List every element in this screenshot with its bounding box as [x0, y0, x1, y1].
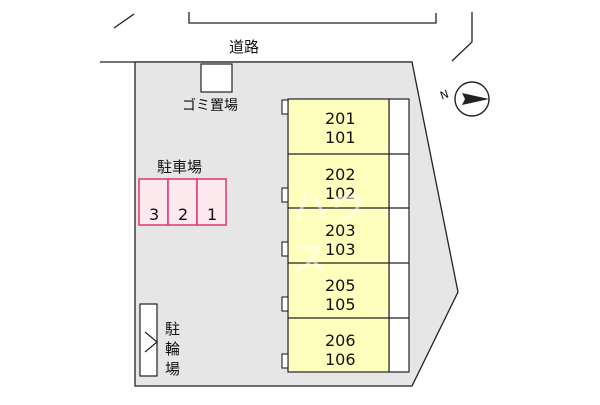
compass-label: N	[438, 88, 450, 103]
unit-number: 203	[325, 221, 356, 240]
entrance-step	[281, 187, 289, 203]
entrance-step	[281, 353, 289, 369]
bicycle-parking: 駐 輪 場	[139, 303, 180, 378]
unit-number: 202	[325, 165, 356, 184]
unit-number: 106	[325, 350, 356, 369]
parking-space-2	[167, 178, 198, 226]
bicycle-parking-label: 駐	[165, 320, 180, 338]
parking-space-number: 1	[207, 205, 217, 224]
bicycle-parking-label: 輪	[165, 340, 180, 358]
building-outline	[287, 98, 390, 373]
road-label: 道路	[229, 38, 259, 56]
entrance-step	[281, 296, 289, 312]
unit-number: 101	[325, 128, 356, 147]
parking-space-number: 3	[149, 205, 159, 224]
apartment-building: 201 101 202 102 203 103 205 105 206 106	[281, 98, 410, 373]
parking-spaces: 3 2 1	[138, 178, 227, 226]
parking-label: 駐車場	[157, 158, 202, 176]
north-arrow-icon: N	[438, 81, 490, 117]
garbage-label: ゴミ置場	[182, 97, 238, 114]
garbage-area	[200, 63, 233, 93]
bicycle-parking-label: 場	[165, 360, 180, 378]
road-lines	[100, 12, 473, 63]
entrance-step	[281, 241, 289, 257]
parking-space-3	[138, 178, 169, 226]
entrance-step	[281, 99, 289, 115]
unit-number: 102	[325, 184, 356, 203]
unit-number: 206	[325, 331, 356, 350]
unit-number: 201	[325, 109, 356, 128]
unit-number: 103	[325, 240, 356, 259]
parking-space-number: 2	[178, 205, 188, 224]
unit-number: 105	[325, 295, 356, 314]
balcony-strip	[388, 98, 410, 373]
unit-number: 205	[325, 276, 356, 295]
bicycle-parking-shelter	[139, 303, 158, 377]
unit-labels: 201 101 202 102 203 103 205 105 206 106	[325, 109, 356, 369]
parking-space-1	[196, 178, 227, 226]
bicycle-parking-marker	[144, 331, 158, 353]
